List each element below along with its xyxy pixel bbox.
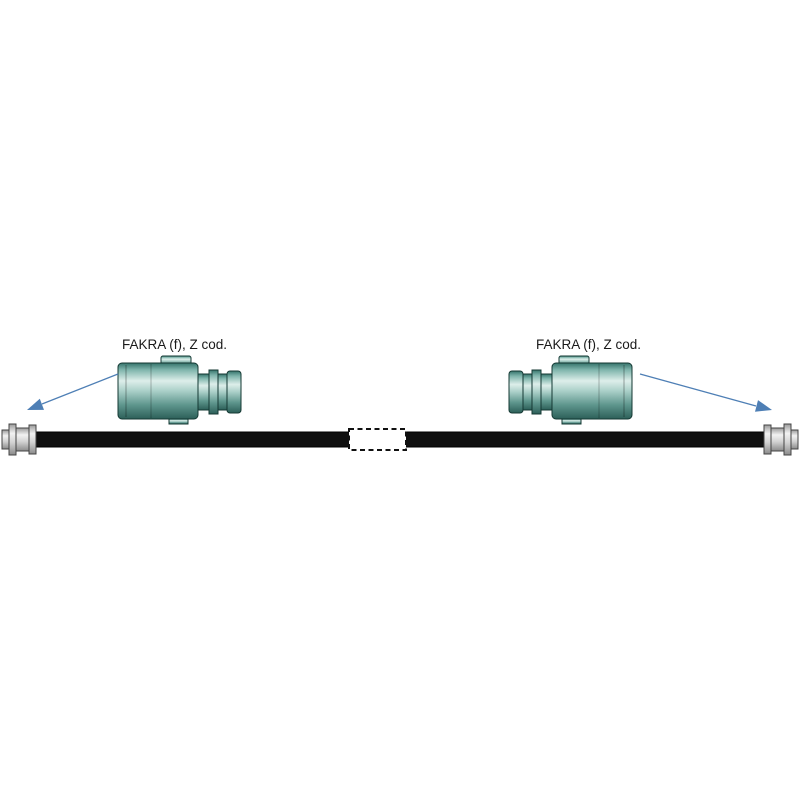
left-fakra-connector [117,355,242,425]
left-leader-arrow [27,373,119,410]
left-leader-line [41,373,119,405]
right-connector-label: FAKRA (f), Z cod. [536,337,641,352]
right-leader-arrow [639,373,772,412]
left-cable-end [1,423,37,456]
left-arrowhead-icon [27,398,44,410]
left-connector-label: FAKRA (f), Z cod. [122,337,227,352]
right-cable-end [763,423,799,456]
right-arrowhead-icon [755,400,772,412]
right-leader-line [639,373,757,407]
cable-break-dashes [348,428,407,451]
right-fakra-connector [508,355,633,425]
